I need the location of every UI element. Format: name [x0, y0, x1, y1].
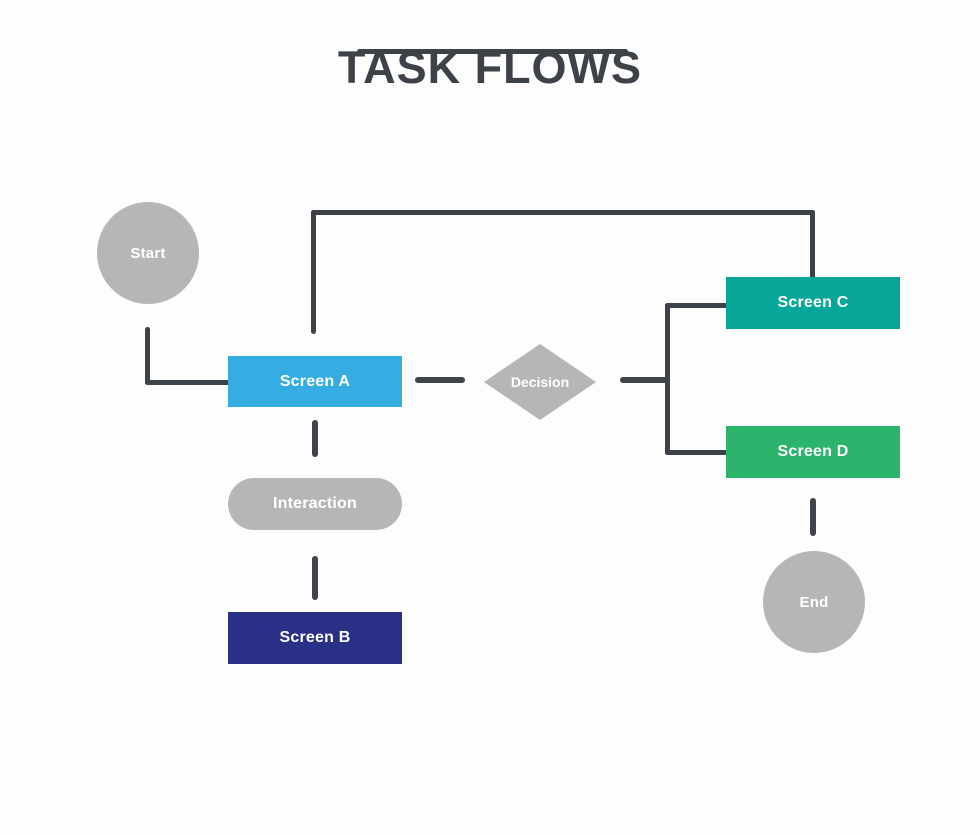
node-screen-c[interactable]: Screen C [726, 277, 900, 329]
edge-decision-to-screen-d [665, 450, 730, 455]
title-underline [357, 49, 628, 54]
node-interaction[interactable]: Interaction [228, 478, 402, 530]
node-start-label: Start [130, 244, 166, 262]
node-screen-b-label: Screen B [279, 629, 351, 646]
node-screen-d[interactable]: Screen D [726, 426, 900, 478]
edge-start-to-screen-a-vertical [145, 327, 150, 385]
edge-screen-d-to-end [810, 498, 816, 536]
node-decision[interactable]: Decision [484, 344, 596, 420]
edge-screen-a-to-interaction [312, 420, 318, 457]
node-start[interactable]: Start [97, 202, 199, 304]
edge-screen-a-to-decision [415, 377, 465, 383]
node-screen-d-label: Screen D [777, 443, 849, 460]
node-end-label: End [799, 593, 829, 611]
edge-start-to-screen-a-horizontal [145, 380, 230, 385]
node-screen-a-label: Screen A [279, 372, 351, 390]
edge-decision-out-stub [620, 377, 670, 383]
edge-loop-left-vertical [311, 210, 316, 334]
edge-loop-right-vertical [810, 210, 815, 280]
node-decision-label: Decision [510, 374, 570, 390]
edge-decision-bracket-spine [665, 303, 670, 455]
edge-interaction-to-screen-b [312, 556, 318, 600]
edge-loop-top-horizontal [311, 210, 815, 215]
node-interaction-label: Interaction [273, 495, 357, 512]
node-screen-b[interactable]: Screen B [228, 612, 402, 664]
node-end[interactable]: End [763, 551, 865, 653]
node-screen-a[interactable]: Screen A [228, 356, 402, 407]
edge-decision-to-screen-c [665, 303, 730, 308]
node-screen-c-label: Screen C [777, 294, 849, 311]
